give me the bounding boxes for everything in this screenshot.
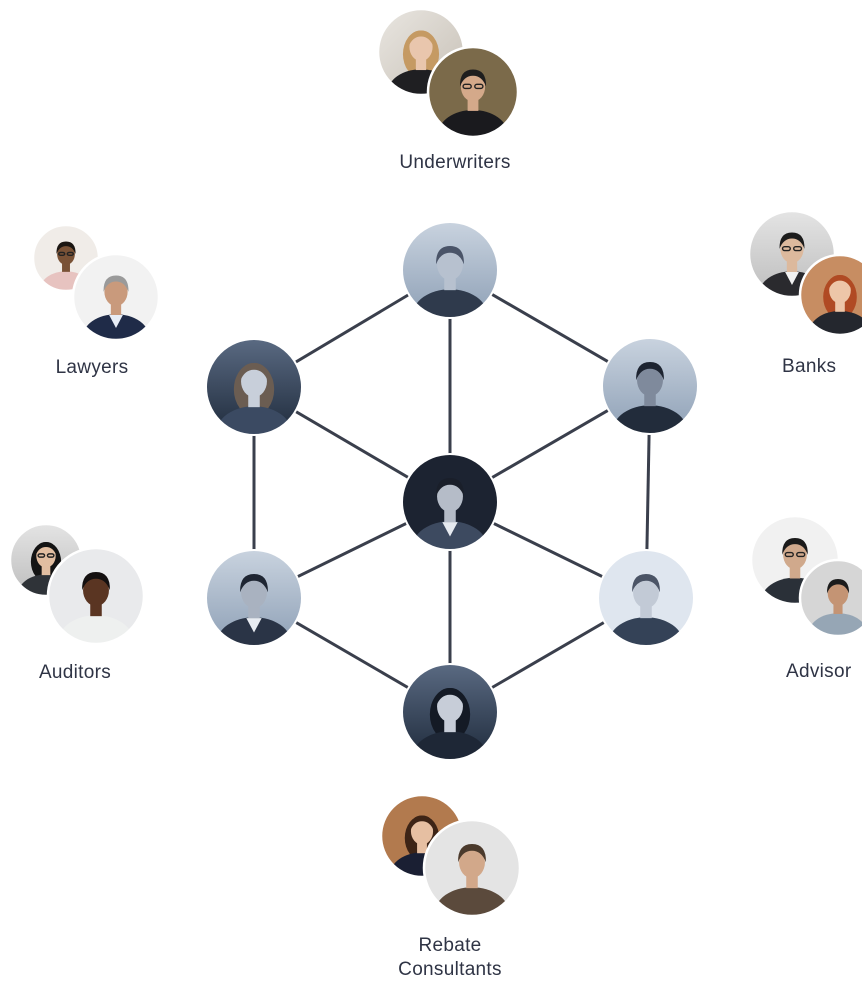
avatar	[798, 253, 862, 337]
label-rebate-consultants: Rebate Consultants	[370, 934, 530, 982]
lawyers-avatars	[31, 223, 161, 342]
node-person-bottom	[401, 663, 499, 761]
label-banks: Banks	[782, 356, 837, 377]
node-person-lower-right	[597, 549, 695, 647]
node-person-upper-right	[601, 337, 699, 435]
banks-avatars	[747, 209, 862, 337]
node-person-top	[401, 221, 499, 319]
label-advisors: Advisor	[786, 661, 852, 682]
label-rebate-line1: Rebate	[418, 935, 482, 956]
avatar	[71, 252, 161, 342]
auditors-avatars	[8, 522, 146, 646]
label-underwriters: Underwriters	[399, 152, 511, 173]
node-person-lower-left	[205, 549, 303, 647]
avatar	[798, 558, 862, 638]
advisors-avatars	[749, 514, 862, 638]
node-person-center	[401, 453, 499, 551]
label-auditors: Auditors	[38, 662, 112, 683]
node-person-upper-left	[205, 338, 303, 436]
rebate-consultants-avatars	[379, 793, 522, 918]
label-rebate-line2: Consultants	[398, 959, 502, 980]
network-nodes	[205, 221, 699, 761]
underwriters-avatars	[376, 7, 520, 139]
group-avatars	[8, 7, 862, 918]
avatar	[31, 223, 101, 293]
avatar	[422, 818, 522, 918]
avatar	[426, 45, 520, 139]
label-lawyers: Lawyers	[55, 357, 129, 378]
avatar	[46, 546, 146, 646]
